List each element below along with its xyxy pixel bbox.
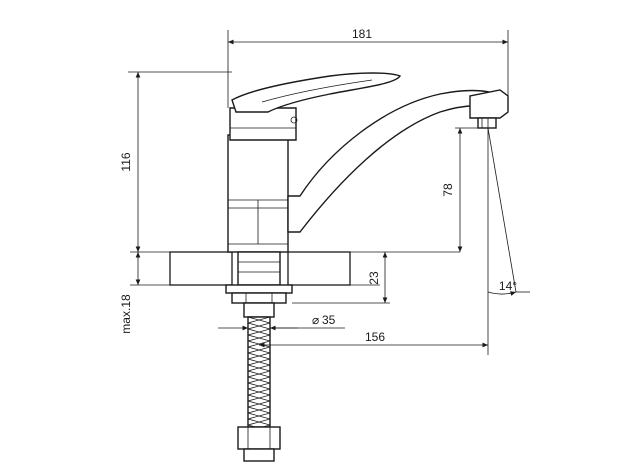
countertop: [130, 251, 460, 286]
label-body-height: 116: [119, 152, 133, 171]
label-bore-diameter: 35: [322, 313, 336, 327]
label-bore-diameter-symbol: ⌀: [312, 313, 319, 327]
dimension-spout-height: 78: [441, 127, 478, 252]
dimension-body-height: 116: [119, 71, 232, 252]
label-aerator-angle: 14°: [499, 279, 517, 293]
label-max-countertop: max.18: [119, 294, 133, 334]
spout: [287, 89, 509, 233]
dimension-mount-depth: 23: [292, 252, 390, 304]
label-spout-reach: 156: [365, 330, 385, 344]
label-mount-depth: 23: [367, 271, 381, 285]
dimension-aerator-angle: 14°: [487, 127, 530, 296]
dimension-spout-reach: 156: [259, 128, 489, 355]
dimension-bore-diameter: ⌀ 35: [218, 313, 345, 331]
label-total-length: 181: [352, 27, 372, 41]
dimension-total-length: 181: [227, 27, 509, 108]
dimension-max-countertop: max.18: [119, 252, 141, 334]
flex-hose: [237, 316, 281, 462]
faucet-body: [227, 134, 289, 253]
mounting-assembly: [225, 251, 293, 318]
label-spout-height: 78: [441, 183, 455, 197]
lever-handle: [231, 72, 402, 124]
cartridge-cap: [229, 107, 297, 141]
